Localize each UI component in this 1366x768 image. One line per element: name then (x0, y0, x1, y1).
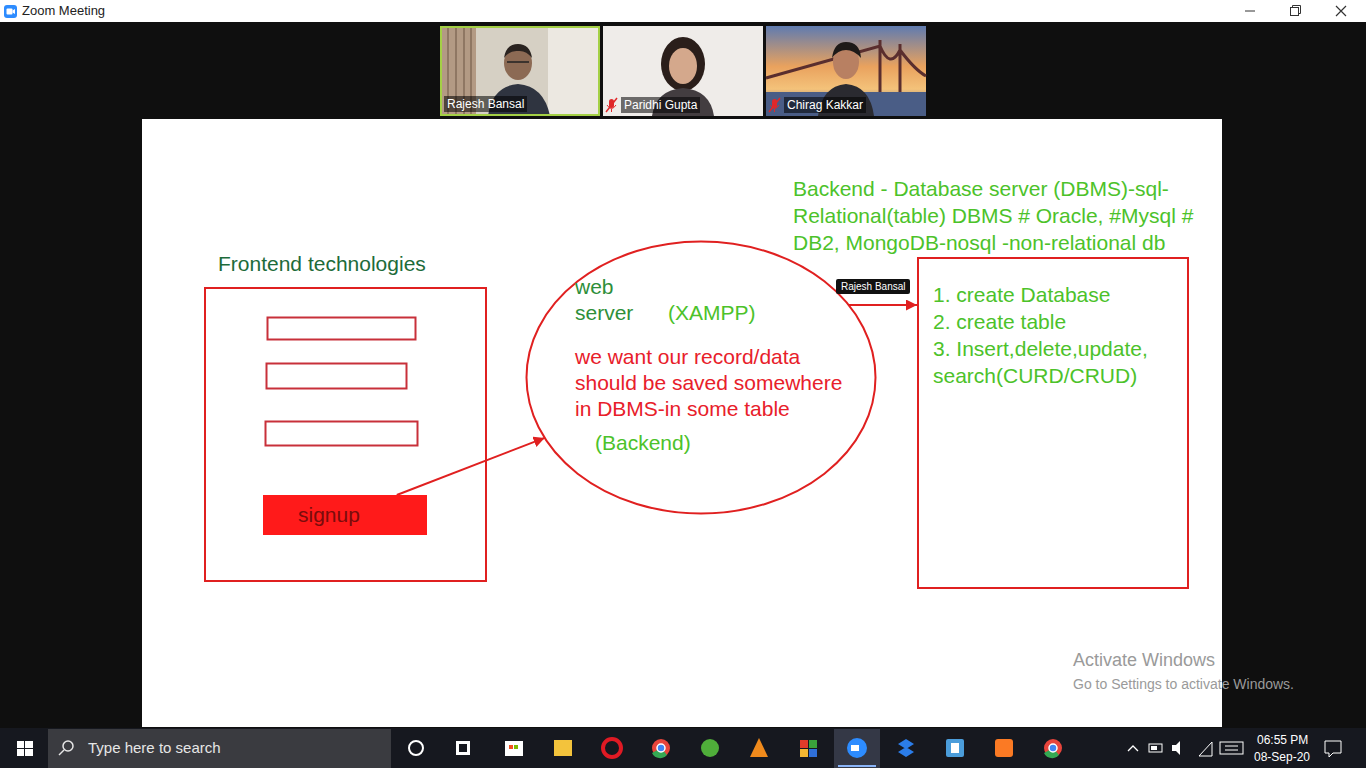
logo-pane (17, 741, 24, 748)
database-heading: Backend - Database server (DBMS)-sql-Rel… (793, 175, 1203, 256)
app-icon (946, 739, 964, 757)
meeting-background (0, 22, 1366, 728)
restore-button (1293, 6, 1301, 14)
zoom-icon-camera (7, 9, 13, 15)
person-hair (832, 42, 861, 58)
person-hair (661, 37, 705, 91)
app-icon (800, 740, 808, 748)
notification-icon (1325, 741, 1341, 757)
dropbox-icon (898, 739, 914, 757)
participant-name: Rajesh Bansal (444, 96, 527, 112)
search-icon (59, 750, 64, 755)
signup-button: signup (263, 495, 427, 535)
section-heading: Frontend technologies (218, 252, 426, 276)
person-head (669, 48, 697, 84)
video-tile (603, 26, 763, 116)
search-icon (63, 741, 73, 751)
store-icon (505, 741, 523, 756)
mic-slash (606, 98, 617, 112)
button-label: signup (298, 503, 360, 527)
video-tile (440, 26, 600, 116)
zoom-icon (4, 5, 17, 18)
input-field (267, 364, 407, 389)
muted-mic-icon (769, 98, 780, 112)
minimize-button (1245, 11, 1255, 12)
whiteboard (142, 119, 1222, 727)
activation-watermark: Go to Settings to activate Windows. (1073, 676, 1294, 692)
logo-pane (17, 749, 24, 756)
opera-icon (603, 739, 621, 757)
title-bar (0, 0, 1366, 22)
person-hair (504, 44, 532, 58)
app-icon (800, 749, 808, 757)
activation-watermark: Activate Windows (1073, 650, 1215, 671)
window-title: Zoom Meeting (22, 3, 105, 18)
arrow-connector (397, 438, 545, 495)
video-tile (766, 26, 926, 116)
windows-logo (17, 741, 33, 756)
input-field (268, 318, 416, 340)
app-icon (809, 749, 817, 757)
logo-pane (25, 749, 33, 756)
volume-icon (1172, 741, 1180, 755)
server-role: (Backend) (595, 430, 691, 456)
cortana-icon (409, 741, 423, 755)
search-placeholder: Type here to search (88, 739, 221, 756)
battery-icon (1149, 744, 1162, 752)
store-icon-pane (514, 745, 518, 749)
frontend-box: Frontend technologiessignup (204, 287, 487, 582)
video-tile: Rajesh Bansal (440, 26, 600, 116)
speaker-tooltip: Rajesh Bansal (836, 279, 910, 294)
server-note: we want our record/data should be saved … (575, 344, 860, 422)
restore-button (1291, 8, 1299, 16)
participant-name: Paridhi Gupta (621, 97, 700, 113)
tray-caret (1128, 746, 1138, 751)
app-icon-detail (951, 743, 959, 753)
arrow-connector (849, 304, 917, 306)
participant-name: Chirag Kakkar (784, 97, 866, 113)
chrome-icon-centre (657, 744, 665, 752)
close-button (1336, 6, 1346, 16)
active-app-highlight (834, 729, 880, 768)
clock-date: 08-Sep-20 (1254, 750, 1310, 764)
search-box (48, 729, 391, 768)
web-server-circle: web server (XAMPP) we want our record/data… (525, 240, 877, 515)
list-item: 1. create Database (933, 281, 1175, 308)
active-app-underline (838, 765, 876, 767)
task-view-icon (456, 741, 470, 755)
zoom-icon-camera (13, 9, 16, 14)
input-field (266, 422, 418, 446)
explorer-icon (554, 740, 572, 756)
server-label: web server (575, 274, 655, 326)
app-icon (809, 740, 817, 748)
keyboard-icon (1220, 742, 1243, 754)
list-item: 2. create table (933, 308, 1175, 335)
battery-level (1151, 746, 1157, 750)
chrome-icon-centre (1049, 744, 1057, 752)
logo-pane (25, 741, 33, 748)
store-icon-pane (509, 745, 513, 749)
clock-time: 06:55 PM (1257, 733, 1308, 747)
utorrent-icon (701, 739, 719, 757)
taskbar (0, 728, 1366, 768)
window-light (548, 26, 600, 116)
vlc-icon (750, 738, 768, 757)
server-tool: (XAMPP) (668, 300, 756, 326)
glasses (507, 61, 529, 63)
xampp-icon (995, 739, 1013, 757)
zoom-taskbar-icon (847, 738, 867, 758)
list-item: 3. Insert,delete,update, search(CURD/CRU… (933, 335, 1175, 389)
mic-slash (769, 98, 780, 112)
wifi-icon (1199, 742, 1212, 756)
muted-mic-icon (606, 98, 617, 112)
circle-outline (527, 242, 876, 514)
video-tile: Chirag Kakkar (766, 26, 926, 116)
video-tile: Paridhi Gupta (603, 26, 763, 116)
zoom-taskbar-camera (851, 745, 859, 751)
database-box: Backend - Database server (DBMS)-sql-Rel… (917, 257, 1189, 589)
keyboard-keys (1225, 746, 1238, 750)
